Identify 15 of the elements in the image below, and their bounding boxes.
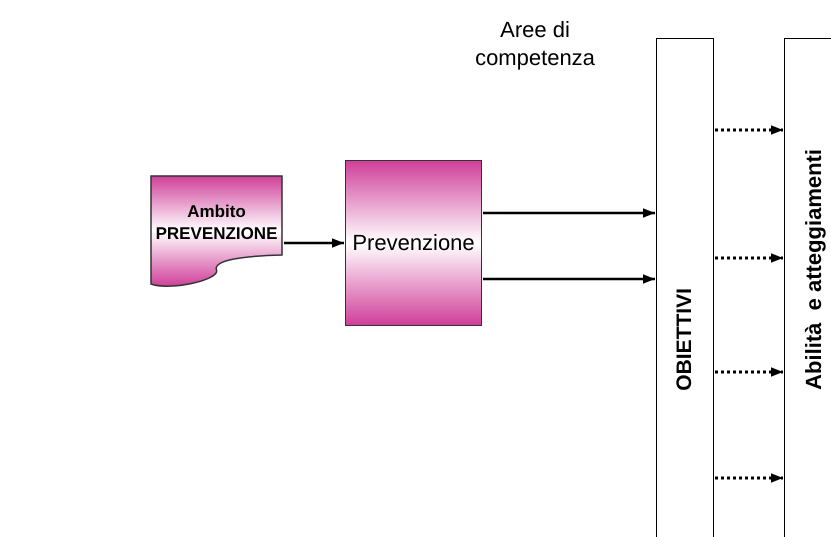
process-box xyxy=(345,160,482,326)
arrow xyxy=(483,274,655,284)
arrow xyxy=(284,238,344,248)
diagram-title: Aree di competenza xyxy=(474,16,596,72)
column-box xyxy=(656,38,714,537)
node-label: Ambito PREVENZIONE xyxy=(154,201,278,244)
vertical-label: OBIETTIVI xyxy=(673,288,697,391)
arrow xyxy=(715,253,783,263)
node-label: Prevenzione xyxy=(352,229,475,257)
arrow xyxy=(483,208,655,218)
column-box xyxy=(784,38,831,537)
arrow xyxy=(715,125,783,135)
vertical-label: Abilità e atteggiamenti xyxy=(801,149,827,390)
arrow xyxy=(715,473,783,483)
arrow xyxy=(715,367,783,377)
